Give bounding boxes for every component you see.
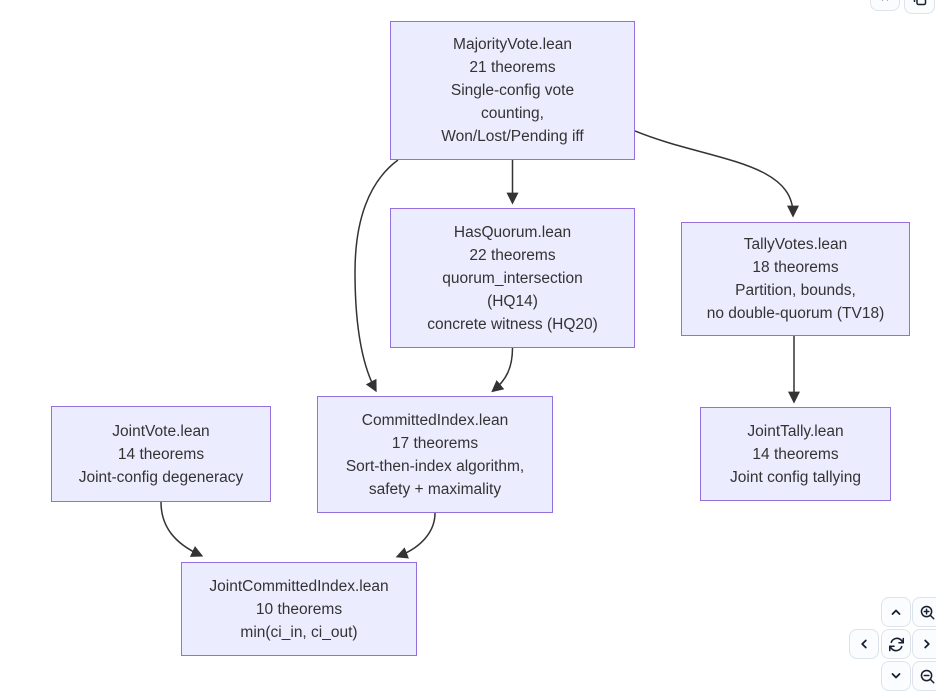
node-line: Single-config vote xyxy=(450,82,575,99)
node-committedindex[interactable]: CommittedIndex.lean 17 theorems Sort-the… xyxy=(317,396,553,513)
reset-view-button[interactable] xyxy=(881,629,911,659)
edge-jointvote-jointcommittedindex xyxy=(160,501,204,557)
node-line: 10 theorems xyxy=(255,600,343,618)
node-line: 18 theorems xyxy=(752,259,839,276)
pan-right-button[interactable] xyxy=(912,629,936,659)
node-line: Partition, bounds, xyxy=(735,282,856,299)
node-line: Joint-config degeneracy xyxy=(78,468,244,486)
node-line: safety + maximality xyxy=(368,480,502,498)
zoom-out-icon xyxy=(919,668,936,685)
node-line: Joint config tallying xyxy=(730,468,861,486)
zoom-in-icon xyxy=(919,604,936,621)
pan-left-button[interactable] xyxy=(849,629,879,659)
node-line: 14 theorems xyxy=(117,445,205,463)
node-jointcommittedindex[interactable]: JointCommittedIndex.lean 10 theorems min… xyxy=(181,562,417,656)
node-line: 21 theorems xyxy=(469,59,556,76)
node-line: concrete witness (HQ20) xyxy=(427,315,598,333)
zoom-in-button[interactable] xyxy=(912,597,936,627)
node-line: CommittedIndex.lean xyxy=(361,411,509,429)
node-line: no double-quorum (TV18) xyxy=(706,305,885,322)
node-line: quorum_intersection xyxy=(442,269,583,287)
node-line: JointVote.lean xyxy=(112,422,210,440)
code-icon xyxy=(877,0,893,4)
zoom-out-button[interactable] xyxy=(912,661,936,691)
edge-majorityvote-committedindex xyxy=(354,159,399,393)
node-majorityvote[interactable]: MajorityVote.lean 21 theorems Single-con… xyxy=(390,21,635,160)
pan-down-button[interactable] xyxy=(881,661,911,691)
edge-committedindex-jointcommittedindex xyxy=(395,512,436,559)
refresh-icon xyxy=(888,636,905,653)
node-line: JointTally.lean xyxy=(747,422,844,440)
pan-up-button[interactable] xyxy=(881,597,911,627)
edges-layer xyxy=(160,130,800,559)
node-line: HasQuorum.lean xyxy=(453,223,572,241)
node-line: 22 theorems xyxy=(469,246,556,264)
node-line: Sort-then-index algorithm, xyxy=(345,457,525,475)
edge-majorityvote-tallyvotes xyxy=(634,130,799,218)
node-jointtally[interactable]: JointTally.lean 14 theorems Joint config… xyxy=(700,407,891,501)
node-hasquorum[interactable]: HasQuorum.lean 22 theorems quorum_inters… xyxy=(390,208,635,348)
chevron-right-icon xyxy=(919,636,935,652)
node-line: min(ci_in, ci_out) xyxy=(240,623,358,641)
node-line: Won/Lost/Pending iff xyxy=(441,128,584,145)
node-tallyvotes[interactable]: TallyVotes.lean 18 theorems Partition, b… xyxy=(681,222,910,336)
chevron-left-icon xyxy=(856,636,872,652)
edge-hasquorum-committedindex xyxy=(491,347,514,393)
node-line: 17 theorems xyxy=(391,434,479,452)
chevron-down-icon xyxy=(888,668,904,684)
node-line: MajorityVote.lean xyxy=(453,36,572,53)
node-line: TallyVotes.lean xyxy=(743,236,848,253)
node-line: counting, xyxy=(481,105,544,122)
chevron-up-icon xyxy=(888,604,904,620)
copy-button[interactable] xyxy=(904,0,935,14)
node-jointvote[interactable]: JointVote.lean 14 theorems Joint-config … xyxy=(51,406,271,502)
node-line: JointCommittedIndex.lean xyxy=(209,577,389,595)
node-line: (HQ14) xyxy=(487,292,538,310)
copy-icon xyxy=(912,0,928,7)
node-line: 14 theorems xyxy=(752,445,839,463)
code-button[interactable] xyxy=(870,0,900,11)
